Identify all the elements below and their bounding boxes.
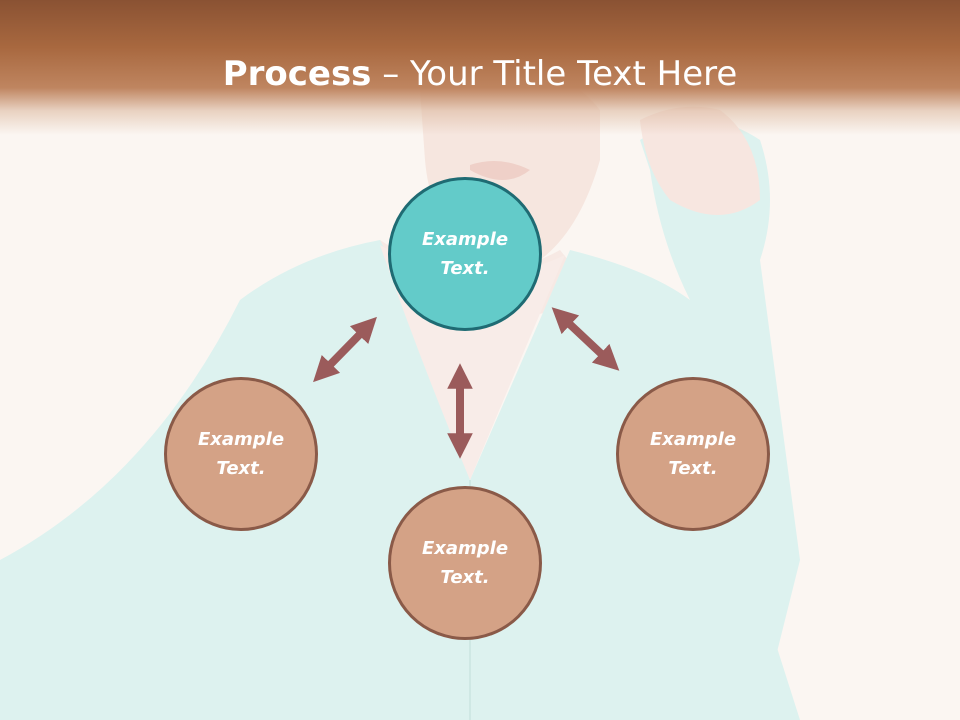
title-bold: Process (222, 54, 372, 94)
title-rest: – Your Title Text Here (371, 54, 738, 94)
node-bottom-label: Example Text. (421, 538, 509, 588)
node-left-label: Example Text. (197, 429, 285, 479)
slide-title: Process – Your Title Text Here (0, 52, 960, 96)
node-left: Example Text. (164, 377, 318, 531)
node-top: Example Text. (388, 177, 542, 331)
title-bar (0, 0, 960, 135)
node-bottom: Example Text. (388, 486, 542, 640)
node-right: Example Text. (616, 377, 770, 531)
arrow-top-left (313, 316, 377, 383)
node-right-label: Example Text. (649, 429, 737, 479)
node-top-label: Example Text. (421, 229, 509, 279)
arrow-top-right (551, 307, 620, 371)
